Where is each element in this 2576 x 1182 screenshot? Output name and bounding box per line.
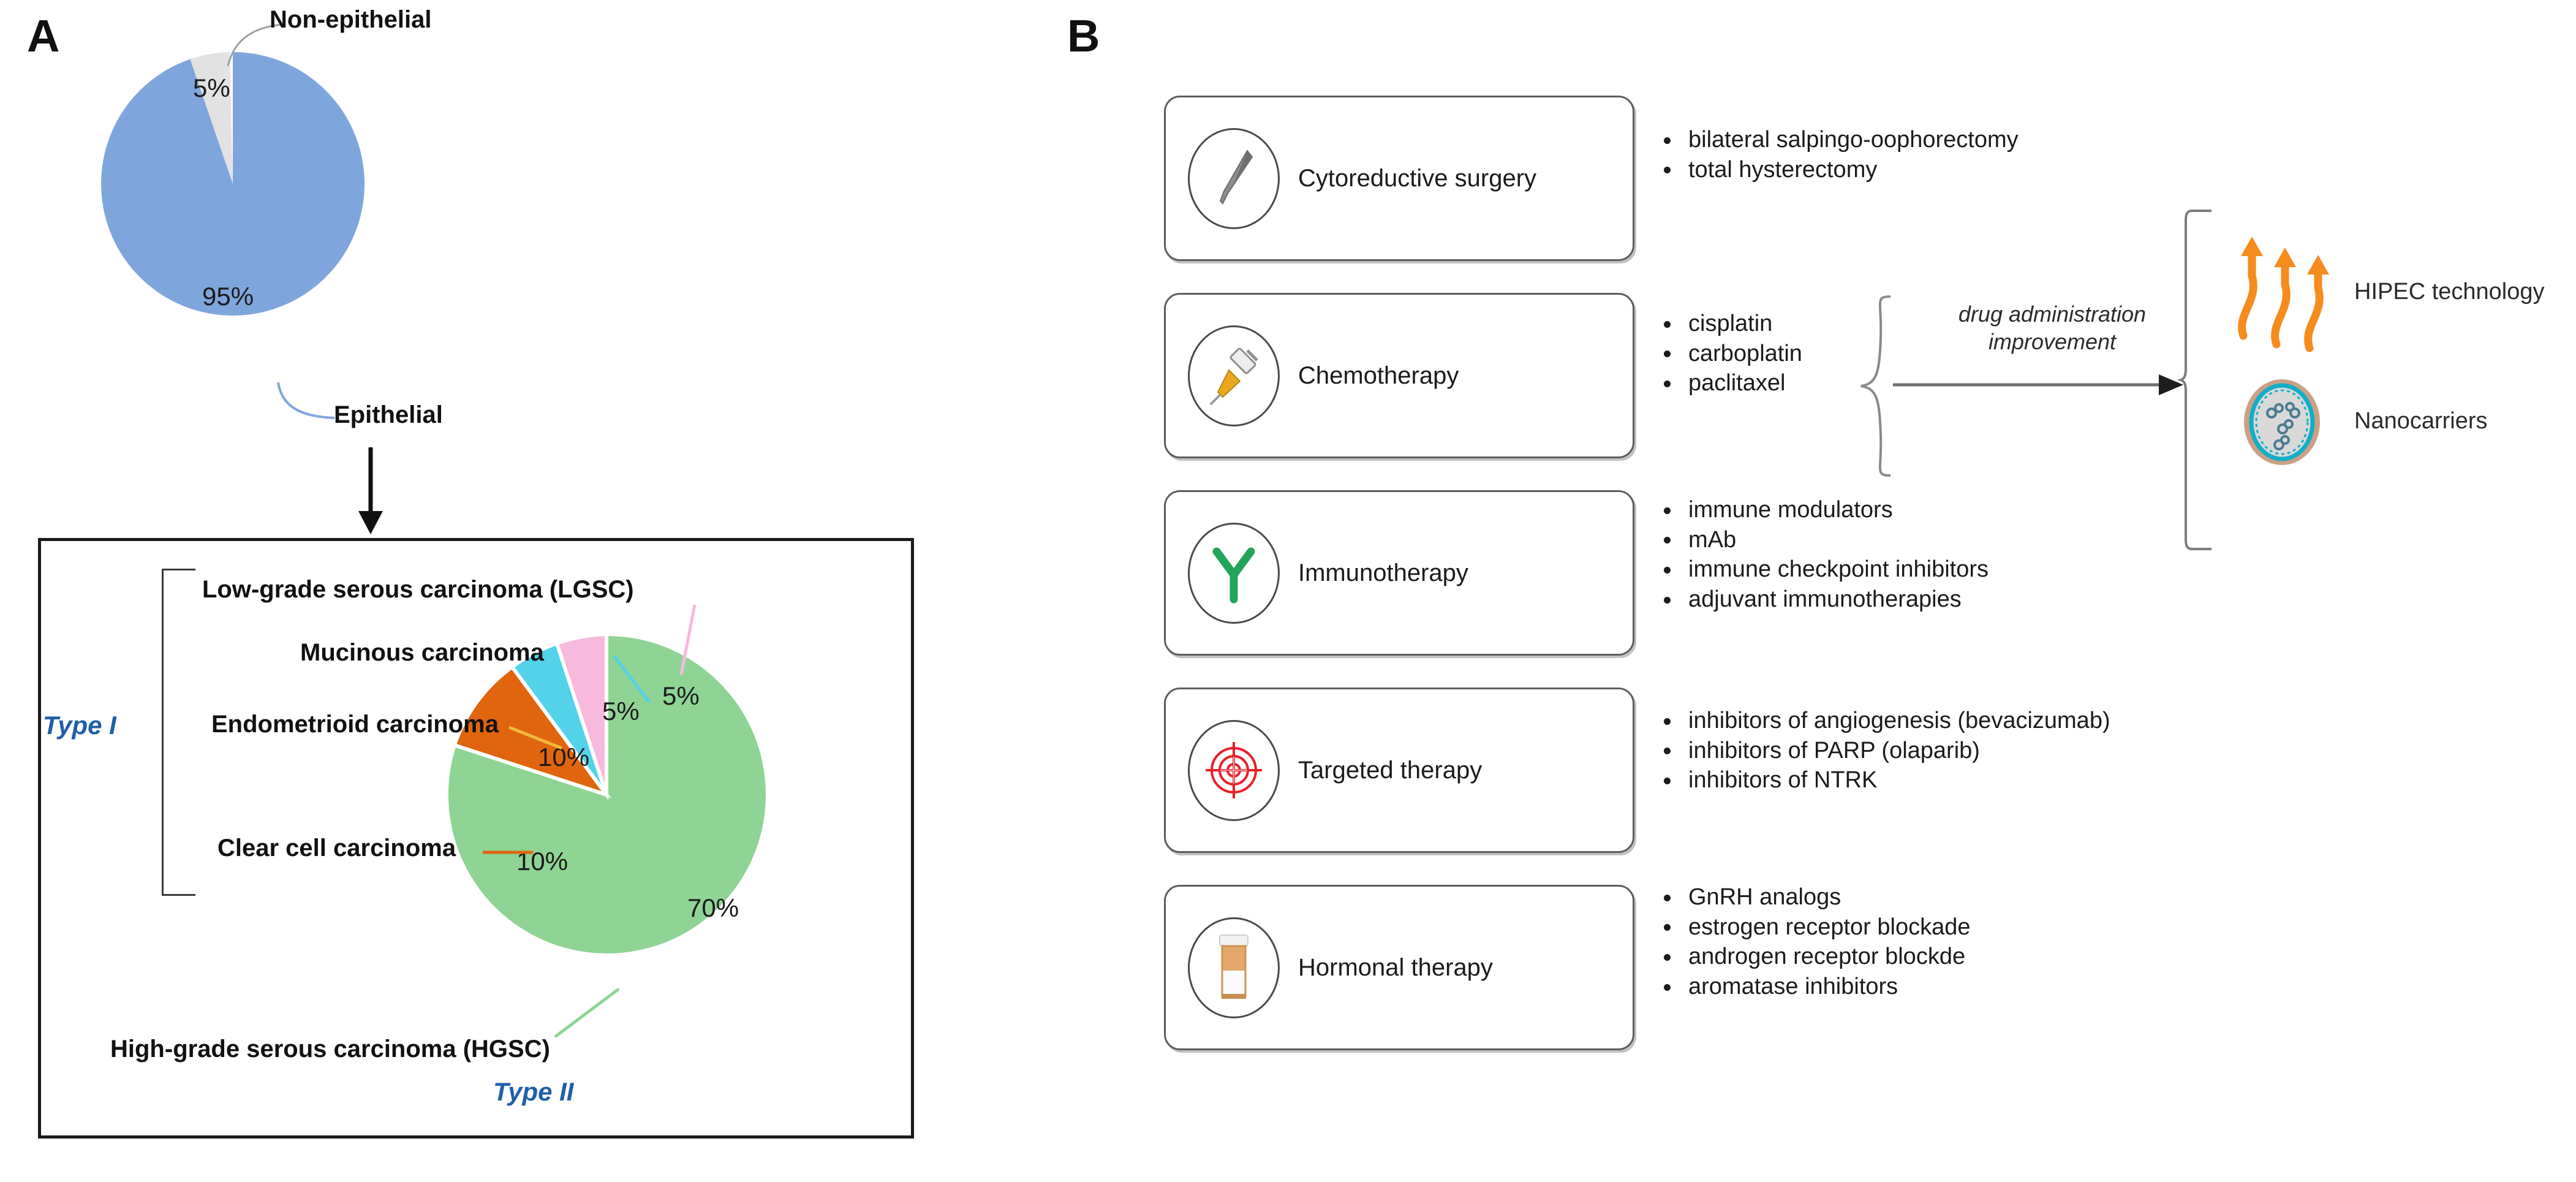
flow-arrow-label-line1: drug administration bbox=[1958, 301, 2147, 327]
flow-down-arrow bbox=[352, 447, 389, 536]
list-item: inhibitors of NTRK bbox=[1660, 765, 2110, 795]
treatment-card-hormonal-therapy[interactable]: Hormonal therapy bbox=[1164, 885, 1634, 1050]
pct-endometrioid: 10% bbox=[538, 743, 590, 771]
pill-bottle-icon bbox=[1188, 917, 1280, 1018]
scalpel-icon bbox=[1188, 127, 1280, 229]
clearcell-leader-line bbox=[482, 848, 534, 857]
type-i-bracket bbox=[162, 569, 195, 896]
hgsc-leader-line bbox=[551, 988, 625, 1043]
flow-arrow-label-line2: improvement bbox=[1988, 329, 2117, 354]
label-mucinous: Mucinous carcinoma bbox=[300, 639, 544, 666]
pct-lgsc: 5% bbox=[662, 681, 700, 710]
list-item: inhibitors of angiogenesis (bevacizumab) bbox=[1660, 706, 2110, 736]
bullet-list-chemotherapy: cisplatin carboplatin paclitaxel bbox=[1660, 309, 1802, 398]
lgsc-leader-line bbox=[676, 604, 701, 677]
treatment-card-cytoreductive-surgery[interactable]: Cytoreductive surgery bbox=[1164, 96, 1634, 261]
label-clearcell: Clear cell carcinoma bbox=[217, 835, 456, 862]
list-item: GnRH analogs bbox=[1660, 882, 1971, 912]
top-pie-chart bbox=[92, 43, 374, 325]
delivery-group-bracket bbox=[2177, 208, 2218, 551]
pie-slice-lgsc bbox=[554, 632, 608, 795]
subtype-pie-top-wedges bbox=[444, 620, 775, 963]
top-pie-svg bbox=[101, 52, 365, 316]
nonepithelial-leader-line bbox=[227, 18, 306, 67]
pie-label-epithelial-pct: 95% bbox=[202, 282, 254, 311]
treatment-title: Chemotherapy bbox=[1298, 362, 1459, 389]
bullet-list-cytoreductive-surgery: bilateral salpingo-oophorectomy total hy… bbox=[1660, 125, 2019, 184]
bullet-list-hormonal-therapy: GnRH analogs estrogen receptor blockade … bbox=[1660, 882, 1971, 1002]
treatment-title: Targeted therapy bbox=[1298, 756, 1483, 784]
panel-b-letter: B bbox=[1067, 10, 1100, 61]
list-item: immune checkpoint inhibitors bbox=[1660, 555, 1989, 585]
crosshair-target-icon bbox=[1188, 719, 1280, 821]
epithelial-leader-line bbox=[276, 380, 349, 429]
pie-slice-epithelial bbox=[101, 52, 365, 316]
flow-arrow-label: drug administration improvement bbox=[1924, 300, 2181, 355]
list-item: estrogen receptor blockade bbox=[1660, 912, 1971, 942]
nanocarrier-icon bbox=[2236, 376, 2328, 468]
type-ii-label: Type II bbox=[493, 1077, 574, 1106]
label-endometrioid: Endometrioid carcinoma bbox=[211, 711, 499, 738]
list-item: androgen receptor blockde bbox=[1660, 942, 1971, 972]
pie-label-nonepithelial: Non-epithelial bbox=[270, 6, 432, 33]
drug-improvement-arrow bbox=[1893, 373, 2187, 397]
bullet-list-targeted-therapy: inhibitors of angiogenesis (bevacizumab)… bbox=[1660, 706, 2110, 795]
subtype-panel-box bbox=[38, 538, 914, 1138]
pie-label-epithelial: Epithelial bbox=[334, 401, 443, 428]
bullet-list-immunotherapy: immune modulators mAb immune checkpoint … bbox=[1660, 495, 1989, 615]
nanocarriers-label: Nanocarriers bbox=[2354, 408, 2488, 434]
treatment-card-targeted-therapy[interactable]: Targeted therapy bbox=[1164, 688, 1634, 853]
chemo-group-brace bbox=[1856, 294, 1899, 478]
treatment-title: Hormonal therapy bbox=[1298, 953, 1493, 981]
label-hgsc: High-grade serous carcinoma (HGSC) bbox=[110, 1036, 550, 1063]
list-item: immune modulators bbox=[1660, 495, 1989, 525]
list-item: inhibitors of PARP (olaparib) bbox=[1660, 736, 2110, 766]
treatment-title: Cytoreductive surgery bbox=[1298, 164, 1537, 192]
pie-label-nonepithelial-pct: 5% bbox=[193, 74, 230, 102]
list-item: cisplatin bbox=[1660, 309, 1802, 339]
pct-mucinous: 5% bbox=[602, 697, 640, 725]
list-item: carboplatin bbox=[1660, 339, 1802, 369]
antibody-icon bbox=[1188, 522, 1280, 624]
list-item: bilateral salpingo-oophorectomy bbox=[1660, 125, 2019, 155]
treatment-card-immunotherapy[interactable]: Immunotherapy bbox=[1164, 490, 1634, 656]
endometrioid-leader-line bbox=[508, 725, 566, 754]
label-lgsc: Low-grade serous carcinoma (LGSC) bbox=[202, 576, 634, 603]
type-i-label: Type I bbox=[43, 711, 116, 740]
treatment-title: Immunotherapy bbox=[1298, 559, 1468, 586]
list-item: mAb bbox=[1660, 525, 1989, 555]
pie-slice-nonepithelial bbox=[190, 52, 233, 184]
list-item: total hysterectomy bbox=[1660, 155, 2019, 185]
list-item: paclitaxel bbox=[1660, 368, 1802, 398]
list-item: adjuvant immunotherapies bbox=[1660, 585, 1989, 615]
hipec-label: HIPEC technology bbox=[2354, 279, 2545, 305]
panel-a-letter: A bbox=[27, 10, 60, 61]
hipec-heat-arrows-icon bbox=[2230, 228, 2334, 352]
mucinous-leader-line bbox=[613, 654, 655, 710]
list-item: aromatase inhibitors bbox=[1660, 972, 1971, 1002]
treatment-card-chemotherapy[interactable]: Chemotherapy bbox=[1164, 293, 1634, 458]
pie-slice-clearcell bbox=[451, 664, 611, 798]
syringe-icon bbox=[1188, 325, 1280, 426]
pct-hgsc: 70% bbox=[687, 893, 739, 922]
